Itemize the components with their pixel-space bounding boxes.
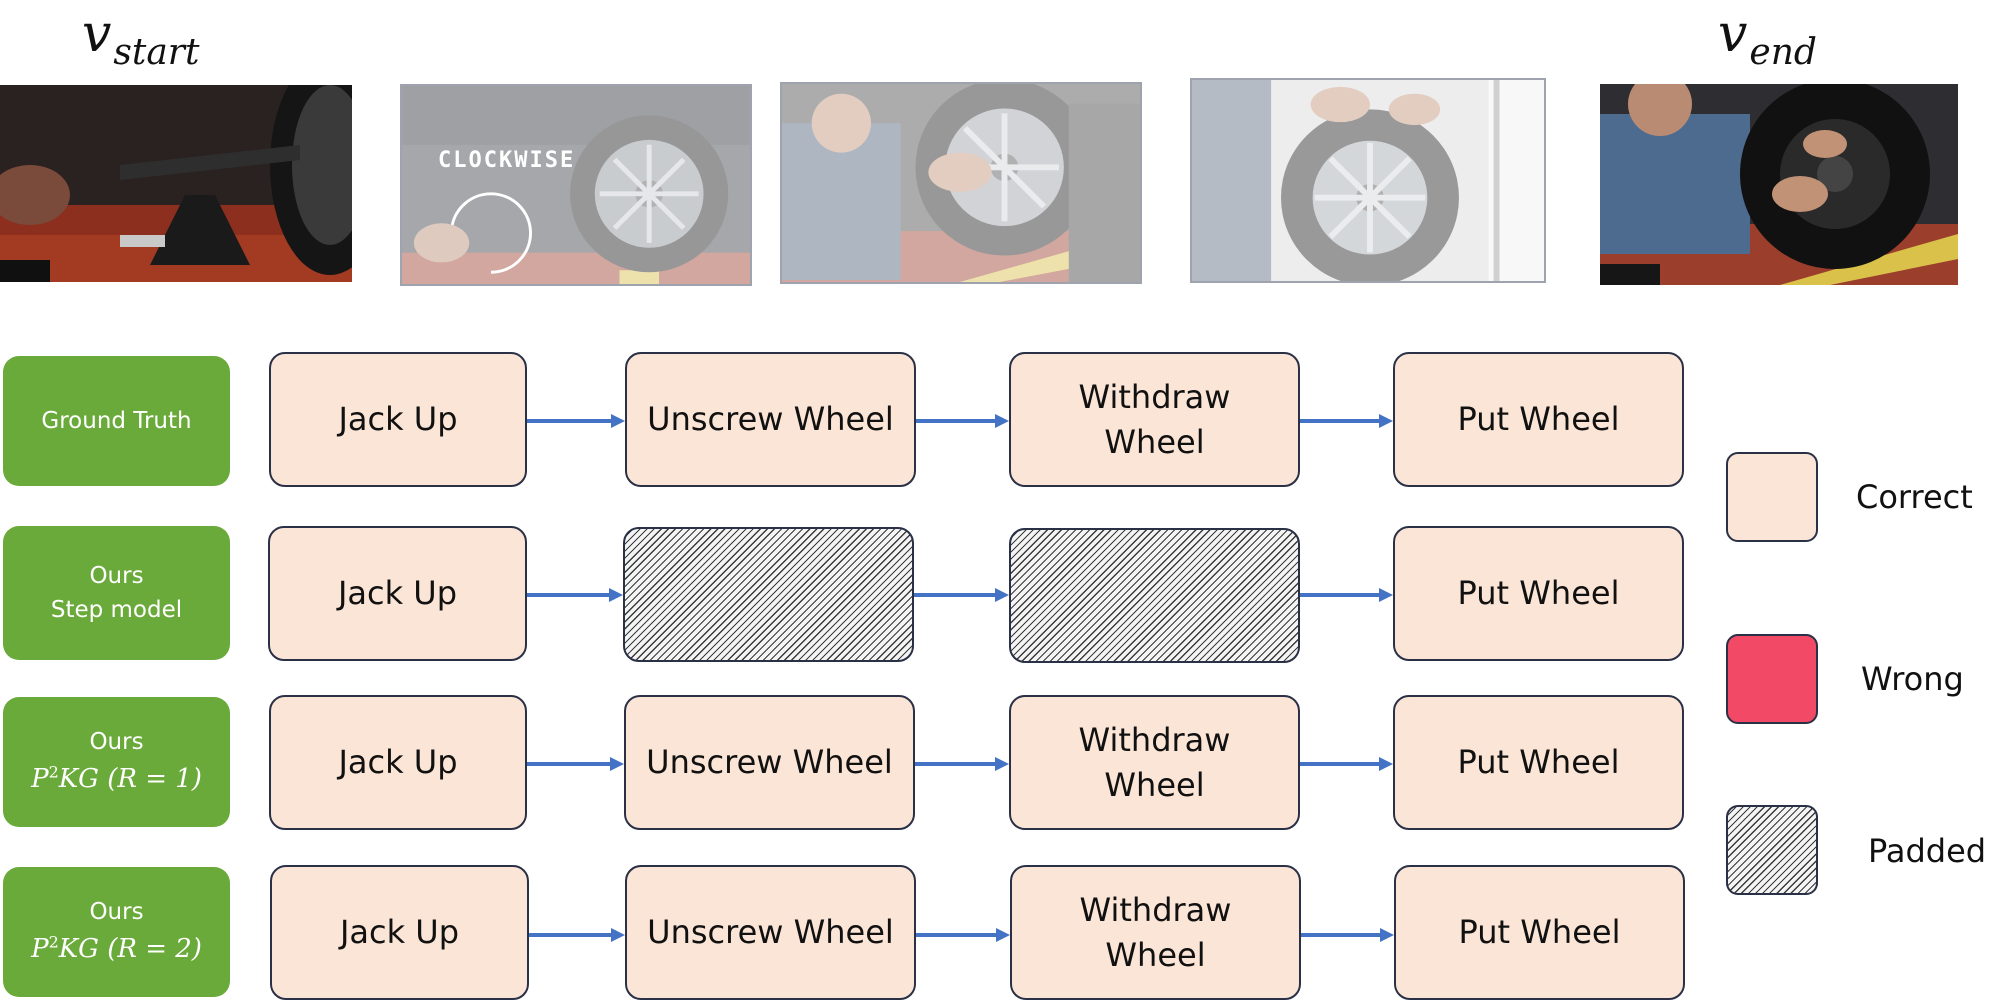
row-label-line: Ours [89, 729, 144, 756]
video-frame-3 [780, 82, 1142, 284]
step-text: Unscrew Wheel [647, 400, 894, 439]
step-text: Jack Up [338, 743, 458, 782]
math-rest: KG (R = 2) [58, 933, 202, 964]
math-rest: KG (R = 1) [58, 763, 202, 794]
row-label-line: Ours [89, 562, 144, 589]
video-frame-2: CLOCKWISE [400, 84, 752, 286]
math-sup: 2 [48, 932, 59, 952]
step-box-padded [623, 527, 914, 662]
end-label-base: v [1718, 4, 1748, 64]
step-text: Withdraw Wheel [1079, 890, 1232, 974]
video-frame-4 [1190, 78, 1546, 283]
row-label-ground-truth: Ground Truth [3, 356, 230, 486]
row-label-line: Ours [89, 899, 144, 926]
arrow-right [1300, 754, 1393, 774]
row-label-p2kg-r1: Ours P2KG (R = 1) [3, 697, 230, 827]
clockwise-caption: CLOCKWISE [438, 148, 576, 173]
math-base: P [31, 763, 49, 794]
row-label-line: Ground Truth [41, 407, 192, 434]
legend-label-wrong: Wrong [1861, 660, 1964, 698]
step-text: Unscrew Wheel [647, 913, 894, 952]
row-label-math: P2KG (R = 1) [31, 760, 202, 799]
step-text: Withdraw Wheel [1078, 377, 1231, 461]
video-frame-end [1600, 84, 1958, 285]
legend-swatch-correct [1726, 452, 1818, 542]
arrow-right [916, 411, 1009, 431]
step-box: Unscrew Wheel [625, 352, 916, 487]
arrow-right [916, 925, 1010, 945]
arrow-right [529, 925, 625, 945]
start-label-sub: start [113, 31, 200, 73]
arrow-right [915, 754, 1009, 774]
step-text: Put Wheel [1457, 743, 1620, 782]
step-box: Put Wheel [1393, 352, 1684, 487]
legend-label-correct: Correct [1856, 478, 1973, 516]
step-box: Put Wheel [1394, 865, 1685, 1000]
row-label-math: P2KG (R = 2) [31, 930, 202, 969]
step-text: Jack Up [337, 574, 458, 613]
step-text: Withdraw Wheel [1078, 720, 1231, 804]
step-box: Withdraw Wheel [1009, 352, 1300, 487]
step-box: Withdraw Wheel [1009, 695, 1300, 830]
step-text: Put Wheel [1458, 913, 1621, 952]
arrow-right [527, 585, 623, 605]
legend-swatch-wrong [1726, 634, 1818, 724]
step-box: Jack Up [270, 865, 529, 1000]
row-label-p2kg-r2: Ours P2KG (R = 2) [3, 867, 230, 997]
row-label-line: Step model [50, 597, 183, 623]
end-label-sub: end [1749, 31, 1817, 73]
math-sup: 2 [48, 762, 59, 782]
start-frame-label: vstart [82, 8, 199, 71]
step-text: Jack Up [339, 913, 460, 952]
start-label-base: v [82, 4, 112, 64]
arrow-right [914, 585, 1009, 605]
step-box: Jack Up [268, 526, 527, 661]
step-box: Put Wheel [1393, 526, 1684, 661]
step-box-padded [1009, 528, 1300, 663]
end-frame-label: vend [1718, 8, 1817, 71]
arrow-right [527, 411, 625, 431]
arrow-right [1300, 585, 1393, 605]
step-box: Withdraw Wheel [1010, 865, 1301, 1000]
step-box: Put Wheel [1393, 695, 1684, 830]
step-text: Jack Up [338, 400, 458, 439]
legend-swatch-padded [1726, 805, 1818, 895]
step-box: Jack Up [269, 352, 527, 487]
step-box: Unscrew Wheel [624, 695, 915, 830]
step-box: Jack Up [269, 695, 527, 830]
arrow-right [1300, 411, 1393, 431]
math-base: P [31, 933, 49, 964]
video-frame-start [0, 85, 352, 282]
arrow-right [527, 754, 624, 774]
legend-label-padded: Padded [1868, 832, 1987, 870]
arrow-right [1301, 925, 1394, 945]
step-text: Put Wheel [1457, 574, 1620, 613]
step-text: Unscrew Wheel [646, 743, 893, 782]
step-text: Put Wheel [1457, 400, 1620, 439]
row-label-step-model: Ours Step model [3, 526, 230, 660]
step-box: Unscrew Wheel [625, 865, 916, 1000]
